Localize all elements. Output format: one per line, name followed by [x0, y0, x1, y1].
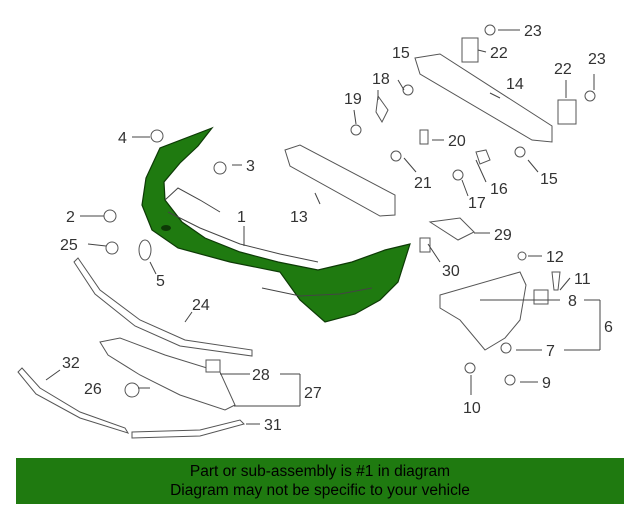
info-banner: Part or sub-assembly is #1 in diagram Di…	[16, 458, 624, 504]
callout-23-upper: 23	[524, 23, 542, 40]
callout-15-upper: 15	[392, 45, 410, 62]
callout-10: 10	[463, 400, 481, 417]
callout-26: 26	[84, 381, 102, 398]
callout-32: 32	[62, 355, 80, 372]
callout-18: 18	[372, 71, 390, 88]
reinforcement-beam-part-14[interactable]	[414, 53, 553, 143]
callout-8: 8	[568, 293, 577, 310]
callout-numbers: 1 2 3 4 5 6 7 8 9 10 11 12 13 14 15 15 1…	[60, 23, 613, 434]
callout-21: 21	[414, 175, 432, 192]
fasteners	[103, 24, 596, 398]
callout-24: 24	[192, 297, 210, 314]
callout-1: 1	[237, 209, 246, 226]
callout-7: 7	[546, 343, 555, 360]
callout-31: 31	[264, 417, 282, 434]
callout-22-right: 22	[554, 61, 572, 78]
bracket-assembly-part-6[interactable]	[439, 271, 527, 351]
callout-17: 17	[468, 195, 486, 212]
banner-line-1: Part or sub-assembly is #1 in diagram	[189, 463, 451, 480]
energy-absorber-part-13[interactable]	[284, 144, 396, 217]
parts-diagram: 1 2 3 4 5 6 7 8 9 10 11 12 13 14 15 15 1…	[17, 23, 613, 439]
callout-3: 3	[246, 158, 255, 175]
callout-19: 19	[344, 91, 362, 108]
trim-strip-part-31[interactable]	[131, 419, 245, 439]
callout-11: 11	[574, 271, 591, 288]
callout-16: 16	[490, 181, 508, 198]
callout-2: 2	[66, 209, 75, 226]
callout-30: 30	[442, 263, 460, 280]
callout-5: 5	[156, 273, 165, 290]
callout-14: 14	[506, 76, 524, 93]
callout-20: 20	[448, 133, 466, 150]
leader-lines	[45, 29, 601, 425]
callout-29: 29	[494, 227, 512, 244]
callout-23-right: 23	[588, 51, 606, 68]
bumper-cover-part-1[interactable]	[141, 126, 411, 323]
valance-panel-part-27[interactable]	[99, 337, 236, 411]
callout-9: 9	[542, 375, 551, 392]
callout-13: 13	[290, 209, 308, 226]
callout-15-lower: 15	[540, 171, 558, 188]
callout-28: 28	[252, 367, 270, 384]
callout-12: 12	[546, 249, 564, 266]
banner-line-2: Diagram may not be specific to your vehi…	[170, 482, 470, 499]
callout-27: 27	[304, 385, 322, 402]
callout-4: 4	[118, 130, 127, 147]
callout-6: 6	[604, 319, 613, 336]
molding-strip-part-32[interactable]	[17, 367, 130, 434]
callout-22-upper: 22	[490, 45, 508, 62]
molding-strip-part-24[interactable]	[73, 257, 253, 357]
callout-25: 25	[60, 237, 78, 254]
